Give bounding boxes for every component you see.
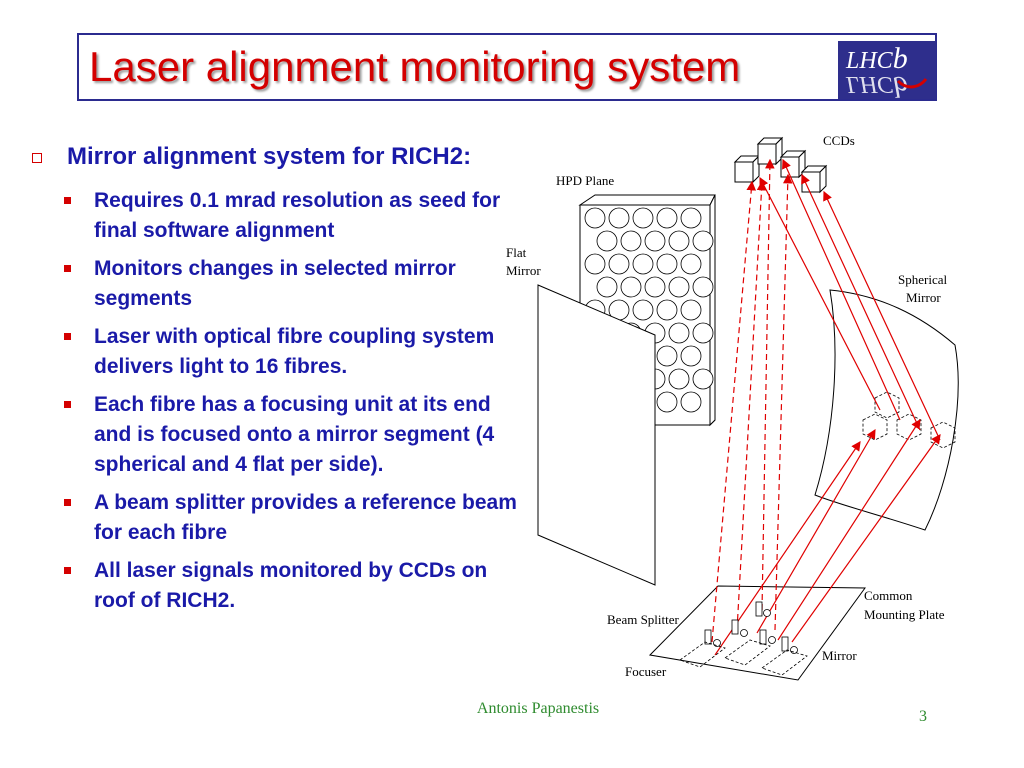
main-bullet-text: Mirror alignment system for RICH2: <box>67 143 472 170</box>
label-spherical-mirror-2: Mirror <box>906 290 941 305</box>
label-common-plate-2: Mounting Plate <box>864 607 945 622</box>
square-bullet-icon <box>64 401 71 408</box>
hpd-tube <box>608 207 630 229</box>
hpd-tube <box>680 299 702 321</box>
hpd-tube <box>596 276 618 298</box>
label-mirror: Mirror <box>822 648 857 663</box>
list-item: All laser signals monitored by CCDs on r… <box>58 556 518 616</box>
label-flat-mirror-2: Mirror <box>506 263 541 278</box>
label-beam-splitter: Beam Splitter <box>607 612 680 627</box>
hpd-tube <box>692 230 714 252</box>
hpd-tube <box>680 253 702 275</box>
hpd-tube <box>692 368 714 390</box>
hpd-tube <box>680 391 702 413</box>
hpd-tube <box>656 345 678 367</box>
list-item: Monitors changes in selected mirror segm… <box>58 254 518 314</box>
square-bullet-icon <box>64 333 71 340</box>
hpd-tube <box>668 368 690 390</box>
label-hpd-plane: HPD Plane <box>556 173 614 188</box>
list-item: A beam splitter provides a reference bea… <box>58 488 518 548</box>
hpd-tube <box>632 207 654 229</box>
lhcb-logo: LHCb LHCb <box>838 41 936 99</box>
laser-beams <box>714 158 941 656</box>
hpd-tube <box>632 299 654 321</box>
label-flat-mirror-1: Flat <box>506 245 527 260</box>
hpd-tube <box>608 253 630 275</box>
ccd-array <box>733 136 828 194</box>
page-number: 3 <box>919 708 927 725</box>
flat-mirror <box>537 284 656 586</box>
hpd-tube <box>620 276 642 298</box>
focuser-housings <box>679 639 808 676</box>
hpd-tube <box>656 299 678 321</box>
list-item: Requires 0.1 mrad resolution as seed for… <box>58 186 518 246</box>
label-common-plate-1: Common <box>864 588 913 603</box>
hpd-tube <box>596 230 618 252</box>
hpd-tube <box>692 322 714 344</box>
hpd-tube <box>680 345 702 367</box>
square-bullet-icon <box>64 499 71 506</box>
hpd-tube <box>656 391 678 413</box>
rich2-diagram: CCDs HPD Plane Flat Mirror Spherical Mir… <box>506 133 959 681</box>
label-ccds: CCDs <box>823 133 855 148</box>
hpd-tube <box>680 207 702 229</box>
list-item: Laser with optical fibre coupling system… <box>58 322 518 382</box>
hpd-tube <box>620 230 642 252</box>
hpd-tube <box>668 230 690 252</box>
svg-text:LHCb: LHCb <box>845 42 908 75</box>
hpd-tube <box>632 253 654 275</box>
footer-author: Antonis Papanestis <box>476 700 600 717</box>
square-bullet-icon <box>64 197 71 204</box>
slide-title: Laser alignment monitoring system <box>89 43 741 90</box>
main-bullet: Mirror alignment system for RICH2: <box>32 143 471 171</box>
hpd-tube <box>656 253 678 275</box>
spherical-mirror <box>814 289 959 531</box>
label-spherical-mirror-1: Spherical <box>898 272 947 287</box>
hpd-tube <box>668 276 690 298</box>
title-box: Laser alignment monitoring system LHCb L… <box>77 33 937 101</box>
square-bullet-icon <box>64 567 71 574</box>
hpd-tube <box>692 276 714 298</box>
mirror-segments <box>862 391 956 449</box>
label-focuser: Focuser <box>625 664 667 679</box>
hpd-tube <box>644 276 666 298</box>
sub-bullet-list: Requires 0.1 mrad resolution as seed for… <box>58 186 518 624</box>
hollow-square-bullet-icon <box>32 153 42 163</box>
hpd-tube <box>668 322 690 344</box>
reference-beams <box>711 158 793 643</box>
square-bullet-icon <box>64 265 71 272</box>
hpd-tube <box>656 207 678 229</box>
hpd-tube <box>644 230 666 252</box>
hpd-tube <box>584 253 606 275</box>
list-item: Each fibre has a focusing unit at its en… <box>58 390 518 480</box>
hpd-tube <box>584 207 606 229</box>
svg-text:LHCb: LHCb <box>845 70 908 99</box>
